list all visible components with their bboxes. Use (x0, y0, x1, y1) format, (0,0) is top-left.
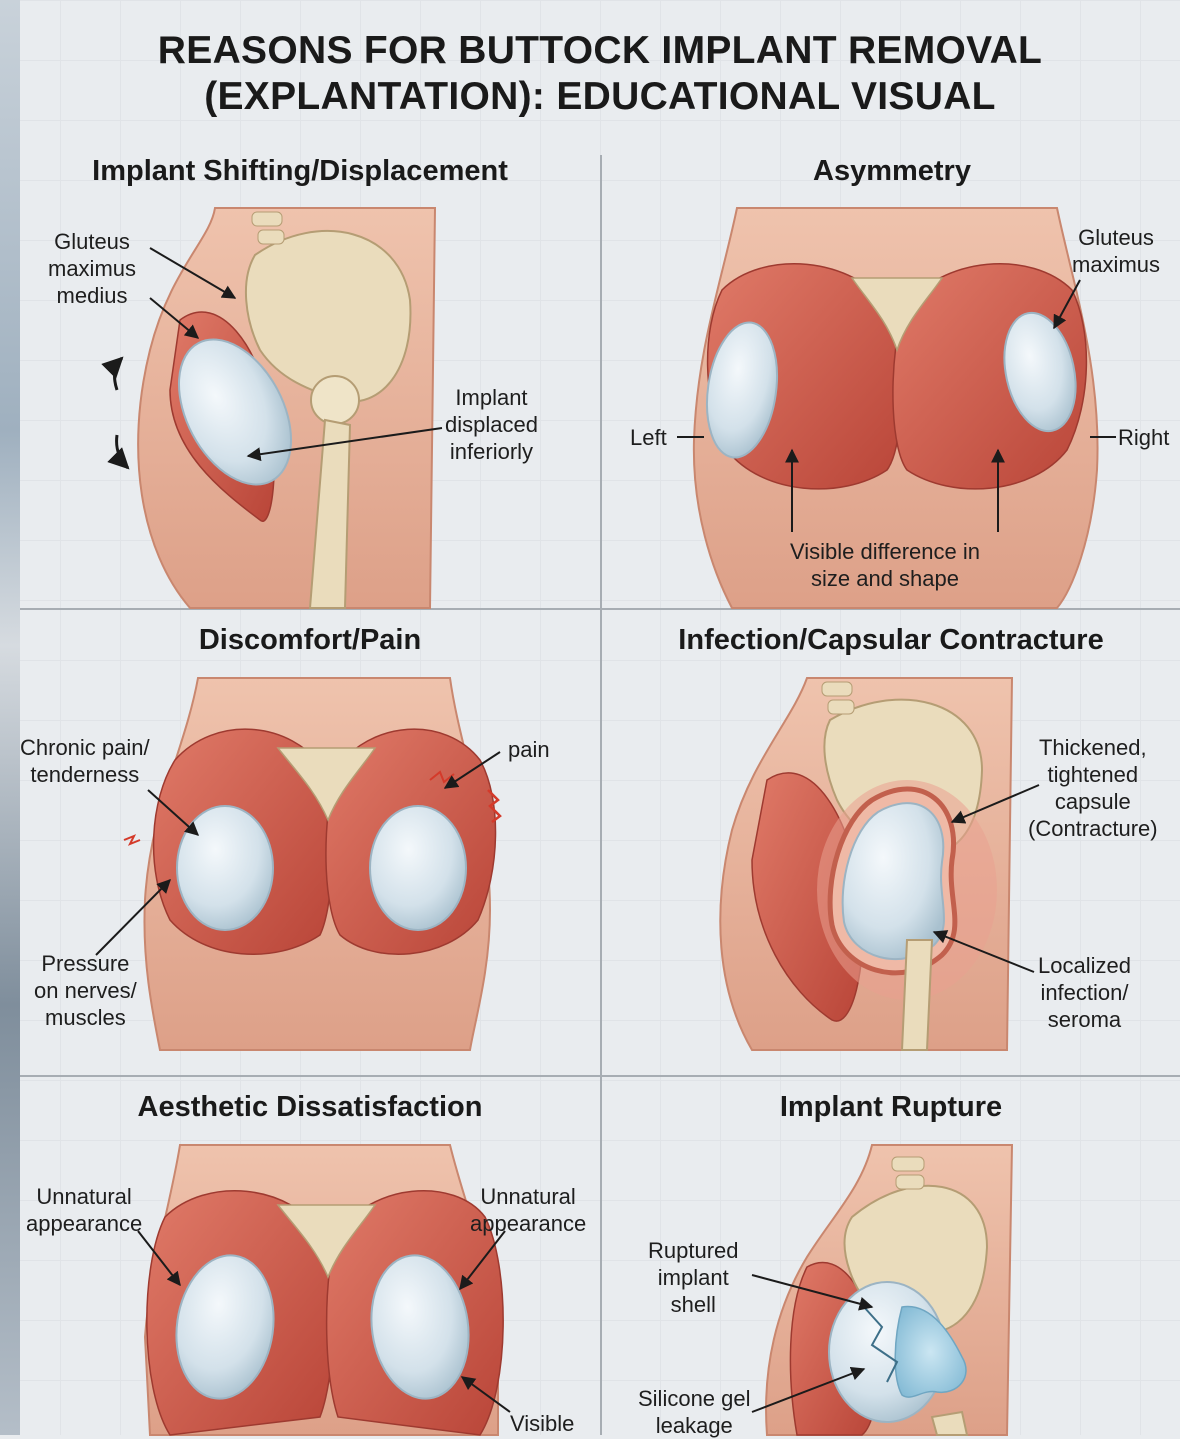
panel-title-rupture: Implant Rupture (779, 1091, 1003, 1123)
panel-title-aesthetic: Aesthetic Dissatisfaction (137, 1091, 483, 1123)
panel-title-infection: Infection/Capsular Contracture (678, 624, 1104, 656)
left-edge-strip (0, 0, 20, 1435)
panel-title-asymmetry: Asymmetry (813, 155, 971, 187)
panel-pain: Discomfort/Pain Chronic pain/ tenderness… (20, 610, 600, 1075)
vertical-divider (600, 155, 602, 1435)
label-unnatural-left: Unnatural appearance (26, 1184, 143, 1236)
panel-asymmetry: Asymmetry Gluteus maximus Left Right Vis… (602, 150, 1180, 609)
illustration-shifting (101, 207, 443, 609)
label-left: Left (630, 425, 667, 450)
illustration-asymmetry (677, 207, 1116, 609)
page-title: REASONS FOR BUTTOCK IMPLANT REMOVAL (EXP… (20, 28, 1180, 120)
panel-aesthetic: Aesthetic Dissatisfaction Unnatural appe… (20, 1077, 600, 1436)
horizontal-divider-1 (20, 608, 1180, 610)
panel-title-shifting: Implant Shifting/Displacement (92, 155, 508, 187)
horizontal-divider-2 (20, 1075, 1180, 1077)
label-pressure-nerves: Pressure on nerves/ muscles (34, 951, 137, 1030)
label-unnatural-right: Unnatural appearance (470, 1184, 587, 1236)
panel-infection: Infection/Capsular Contracture Thickened… (602, 610, 1180, 1075)
label-implant-displaced: Implant displaced inferiorly (445, 385, 538, 464)
illustration-infection (719, 677, 1040, 1051)
label-right: Right (1118, 425, 1170, 450)
label-thickened-capsule: Thickened, tightened capsule (Contractur… (1028, 735, 1158, 841)
label-gluteus-maximus-medius: Gluteus maximus medius (48, 229, 137, 308)
page-title-line-2: (EXPLANTATION): EDUCATIONAL VISUAL (204, 75, 996, 118)
label-visible: Visible (510, 1411, 575, 1436)
illustration-pain (95, 677, 502, 1051)
label-pain: pain (508, 737, 550, 762)
label-gluteus-maximus: Gluteus maximus (1072, 225, 1161, 277)
illustration-aesthetic (137, 1144, 511, 1436)
label-chronic-pain: Chronic pain/ tenderness (20, 735, 150, 787)
page-title-line-1: REASONS FOR BUTTOCK IMPLANT REMOVAL (157, 29, 1043, 72)
panel-rupture: Implant Rupture Ruptured implant shell S… (602, 1077, 1180, 1438)
label-localized-infection: Localized infection/ seroma (1038, 953, 1131, 1032)
illustration-rupture (751, 1144, 1014, 1436)
panel-shifting: Implant Shifting/Displacement Gluteus ma… (20, 150, 600, 609)
label-silicone-leakage: Silicone gel leakage (638, 1386, 751, 1438)
label-visible-difference: Visible difference in size and shape (790, 539, 980, 591)
panel-title-pain: Discomfort/Pain (198, 624, 422, 656)
label-ruptured-shell: Ruptured implant shell (648, 1238, 739, 1317)
